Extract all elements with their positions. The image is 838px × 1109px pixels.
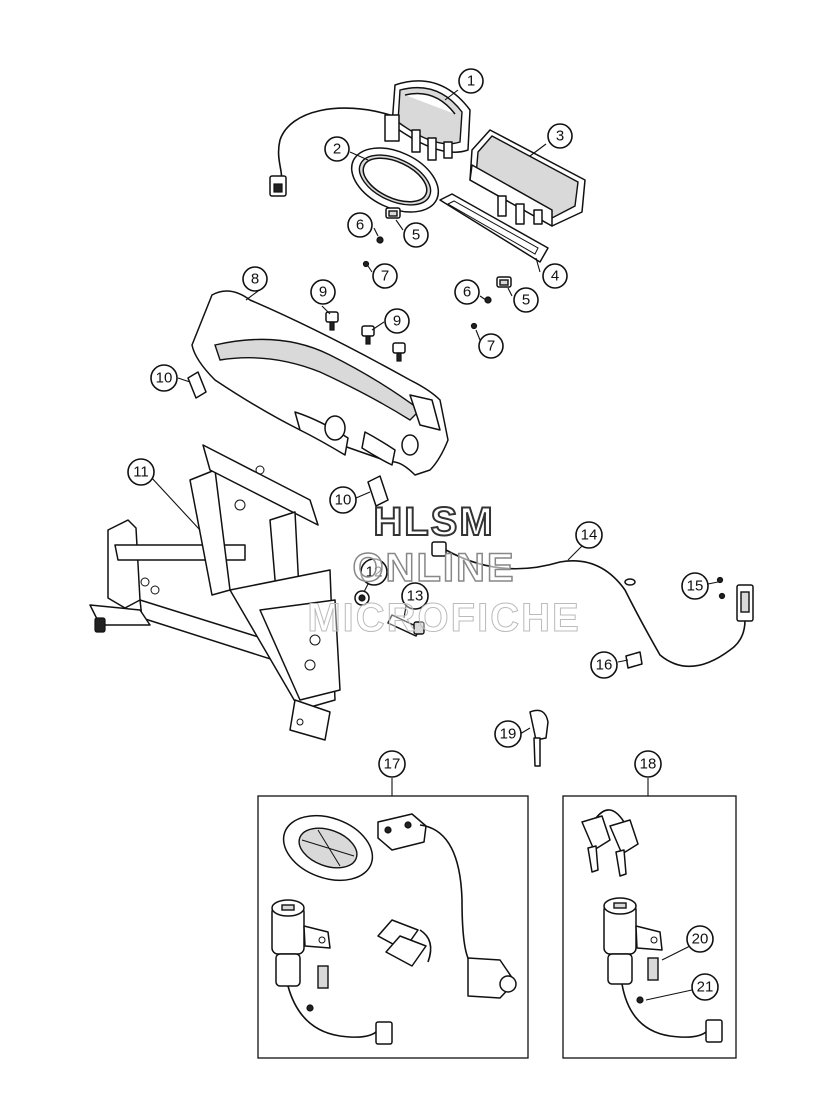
part-12-13-fasteners: [354, 590, 425, 637]
callout-9-lower: 9: [384, 308, 410, 334]
callout-17-label: 17: [384, 756, 401, 773]
callout-15: 15: [681, 572, 709, 600]
callout-5-lower-label: 5: [522, 292, 530, 309]
callout-6-lower-label: 6: [463, 284, 471, 301]
leader-lines: [149, 89, 719, 1001]
callout-10-lower: 10: [329, 486, 357, 514]
part-19-key: [529, 709, 549, 767]
callout-4-label: 4: [551, 268, 559, 285]
callout-8-label: 8: [251, 271, 259, 288]
part-15-switch: [716, 576, 754, 622]
callout-20-label: 20: [692, 931, 709, 948]
part-8-instrument-cover: [191, 290, 449, 476]
callout-5-upper: 5: [403, 222, 429, 248]
callout-7-upper: 7: [372, 263, 398, 289]
callout-4: 4: [542, 263, 568, 289]
callout-12: 12: [360, 558, 388, 586]
part-1-speedometer: [269, 80, 471, 197]
callout-9-upper-label: 9: [319, 284, 327, 301]
callout-6-upper: 6: [347, 212, 373, 238]
callout-6-upper-label: 6: [356, 217, 364, 234]
callout-13-label: 13: [407, 588, 424, 605]
part-2-gasket: [350, 147, 440, 213]
callout-16: 16: [590, 651, 618, 679]
callout-19-label: 19: [500, 726, 517, 743]
part-3-display-unit: [469, 129, 586, 227]
callout-2: 2: [324, 136, 350, 162]
callout-11: 11: [127, 458, 155, 486]
part-10-clips: [187, 371, 389, 507]
callout-9-lower-label: 9: [393, 313, 401, 330]
callout-11-label: 11: [133, 464, 149, 481]
kit-17-box: [257, 778, 529, 1059]
callout-16-label: 16: [596, 657, 613, 674]
callout-10-upper: 10: [150, 364, 178, 392]
callout-2-label: 2: [333, 141, 341, 158]
callout-21: 21: [691, 973, 719, 1001]
callout-15-label: 15: [687, 578, 704, 595]
callout-12-label: 12: [366, 564, 383, 581]
callout-21-label: 21: [697, 979, 714, 996]
callout-18: 18: [634, 750, 662, 778]
part-9-screws: [325, 311, 406, 362]
kit-18-box: [562, 778, 737, 1059]
callout-9-upper: 9: [310, 279, 336, 305]
callout-3: 3: [547, 123, 573, 149]
callout-10-upper-label: 10: [156, 370, 173, 387]
callout-7-lower-label: 7: [487, 338, 495, 355]
part-4-gasket: [439, 193, 549, 263]
part-11-bracket: [89, 444, 341, 741]
callout-1-label: 1: [467, 73, 475, 90]
callout-19: 19: [494, 720, 522, 748]
callout-10-lower-label: 10: [335, 492, 352, 509]
callout-3-label: 3: [556, 128, 564, 145]
part-14-wiring: [431, 541, 746, 668]
callout-14: 14: [575, 521, 603, 549]
callout-1: 1: [458, 68, 484, 94]
callout-5-upper-label: 5: [412, 227, 420, 244]
callout-7-lower: 7: [478, 333, 504, 359]
callout-13: 13: [401, 582, 429, 610]
hardware-upper: [362, 207, 512, 330]
callout-14-label: 14: [581, 527, 598, 544]
part-16-clip: [625, 651, 643, 669]
callout-6-lower: 6: [454, 279, 480, 305]
callout-20: 20: [686, 925, 714, 953]
callout-7-upper-label: 7: [381, 268, 389, 285]
callout-18-label: 18: [640, 756, 657, 773]
callout-8: 8: [242, 266, 268, 292]
callout-17: 17: [378, 750, 406, 778]
callout-5-lower: 5: [513, 287, 539, 313]
